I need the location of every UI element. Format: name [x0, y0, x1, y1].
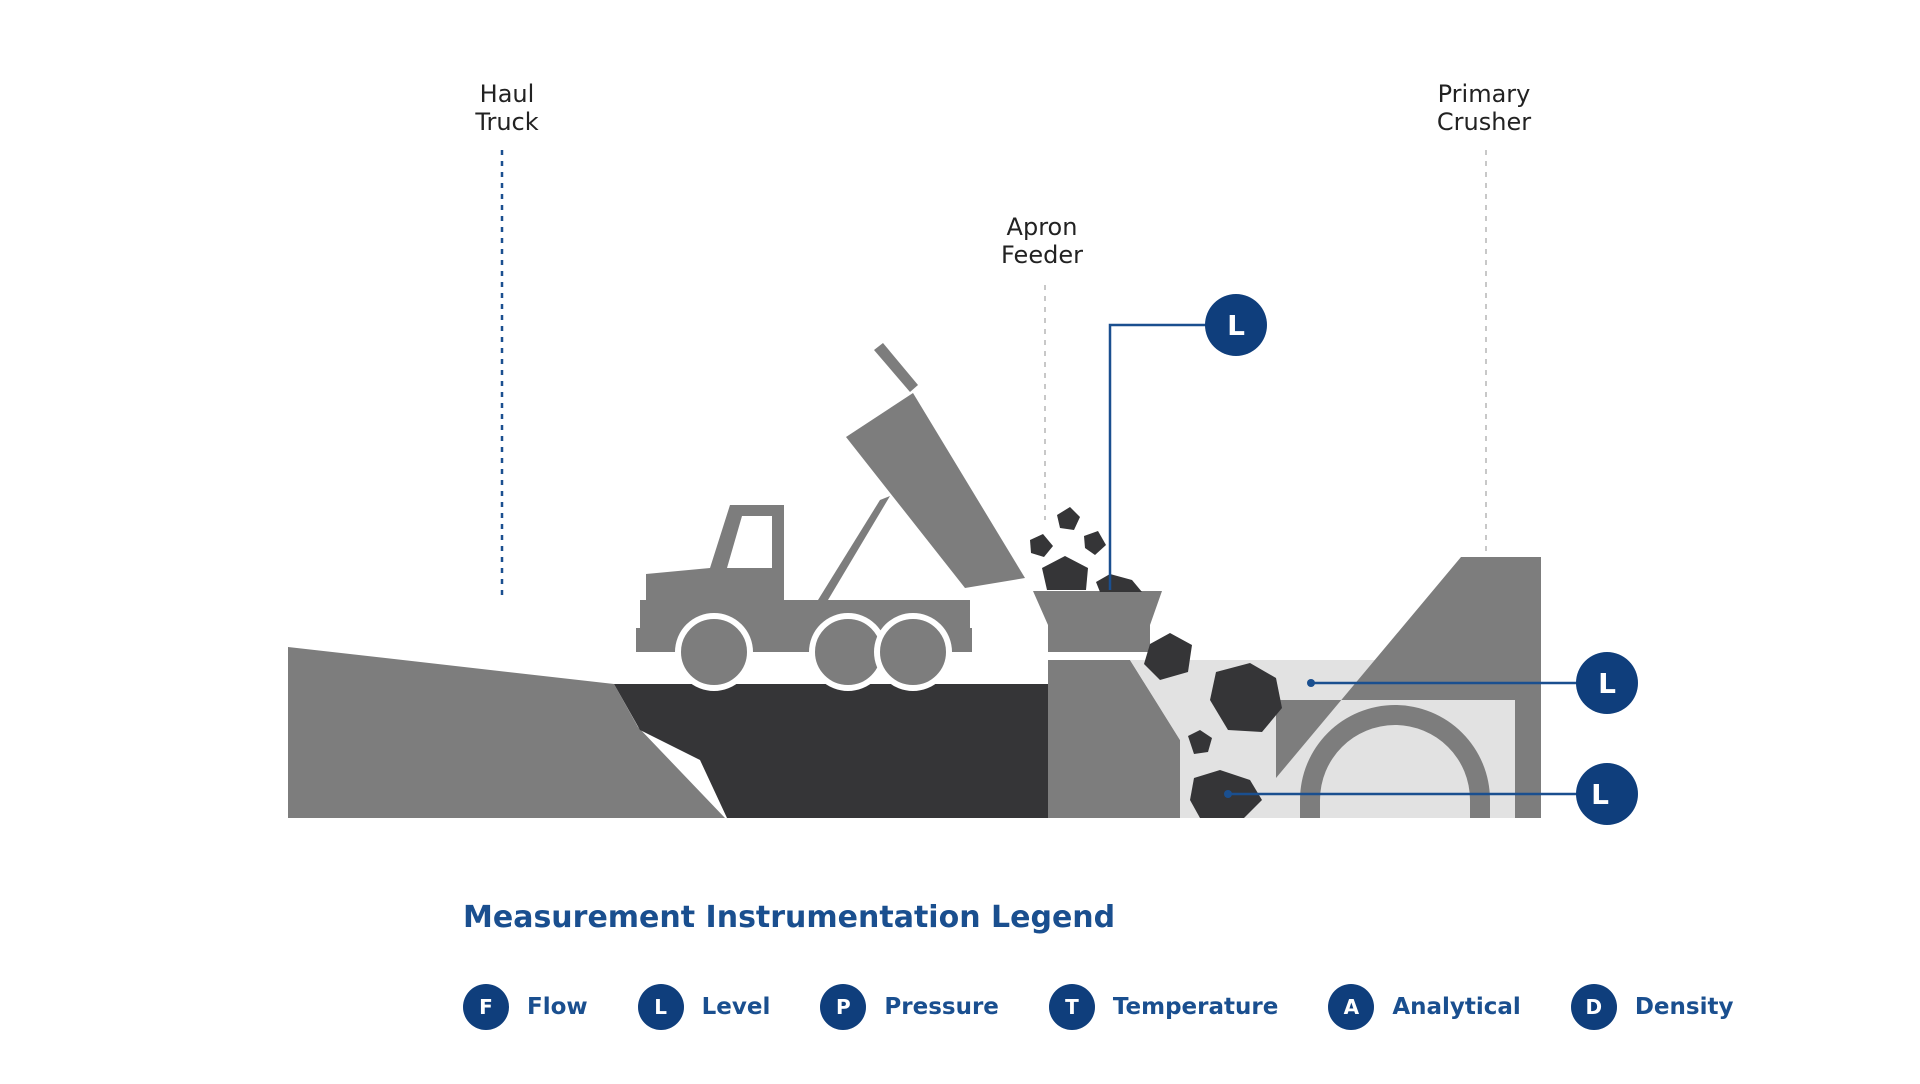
apron-feeder-base	[1048, 660, 1180, 818]
haul-truck	[636, 343, 1025, 691]
legend-label-level: Level	[701, 994, 771, 1020]
crusher-right-wall	[1518, 557, 1541, 818]
analytical-symbol-icon: A	[1328, 984, 1375, 1030]
apron-level-leader	[1108, 323, 1210, 590]
pressure-symbol-icon: P	[820, 984, 867, 1030]
truck-hydraulic	[818, 496, 890, 600]
truck-tailgate-arm	[874, 343, 918, 392]
truck-wheel-front	[675, 613, 753, 691]
legend-title: Measurement Instrumentation Legend	[463, 900, 1116, 935]
primary-crusher-body	[1276, 557, 1541, 818]
legend-label-density: Density	[1634, 994, 1734, 1020]
legend-label-temperature: Temperature	[1112, 994, 1279, 1020]
rock	[1057, 507, 1080, 530]
apron-feeder-hopper	[1033, 591, 1162, 652]
legend-item-analytical: A Analytical	[1328, 984, 1521, 1030]
flow-symbol-icon: F	[463, 984, 509, 1030]
truck-wheel-rear-1	[809, 613, 887, 691]
crusher-upper-level-symbol: L	[1598, 667, 1616, 700]
rock	[1188, 730, 1212, 754]
crusher-upper-sensor-dot	[1307, 679, 1315, 687]
haul-truck-label-line1: Haul	[479, 80, 535, 108]
legend-row: F Flow L Level P Pressure T Temperature …	[463, 984, 1733, 1030]
crusher-lower-level-instrument[interactable]: L	[1576, 763, 1638, 825]
haul-truck-label: Haul Truck	[475, 80, 538, 136]
haul-truck-label-line2: Truck	[475, 108, 539, 136]
legend-label-analytical: Analytical	[1392, 994, 1521, 1020]
truck-wheel-rear-2	[874, 613, 952, 691]
rock	[1042, 556, 1088, 590]
crusher-upper-level-instrument[interactable]: L	[1576, 652, 1638, 714]
feeder-chute	[1130, 660, 1200, 740]
rock	[1210, 663, 1282, 732]
ground-ramp	[288, 647, 725, 818]
temperature-symbol-icon: T	[1048, 984, 1095, 1030]
crusher-arch	[1300, 705, 1490, 818]
legend-item-level: L Level	[637, 984, 771, 1030]
rock	[1144, 633, 1192, 680]
legend-item-flow: F Flow	[463, 984, 588, 1030]
legend-label-flow: Flow	[527, 994, 588, 1020]
level-instrument-badge[interactable]	[1576, 763, 1638, 825]
truck-window	[727, 516, 772, 568]
legend-item-pressure: P Pressure	[820, 984, 999, 1030]
primary-crusher-label-line1: Primary	[1437, 80, 1531, 108]
apron-feeder-label-line1: Apron	[1006, 213, 1078, 241]
apron-feeder-label: Apron Feeder	[1001, 213, 1083, 269]
primary-crusher-label: Primary Crusher	[1437, 80, 1531, 136]
rock	[1084, 531, 1106, 555]
dark-pit	[614, 684, 1050, 818]
density-symbol-icon: D	[1570, 984, 1617, 1030]
level-instrument-badge[interactable]	[1205, 294, 1267, 356]
legend-item-density: D Density	[1570, 984, 1734, 1030]
falling-rocks	[1030, 507, 1282, 818]
apron-level-symbol: L	[1227, 309, 1245, 342]
level-symbol-icon: L	[637, 984, 684, 1030]
apron-level-instrument[interactable]: L	[1205, 294, 1267, 356]
level-instrument-badge[interactable]	[1576, 652, 1638, 714]
apron-feeder-label-line2: Feeder	[1001, 241, 1083, 269]
legend-item-temperature: T Temperature	[1048, 984, 1279, 1030]
rock	[1096, 574, 1142, 592]
crusher-lower-sensor-dot	[1224, 790, 1232, 798]
primary-crusher-label-line2: Crusher	[1436, 108, 1532, 136]
rock	[1030, 534, 1053, 557]
truck-dump-bed	[846, 393, 1025, 588]
legend-label-pressure: Pressure	[884, 994, 999, 1020]
crusher-lower-level-symbol: L	[1591, 778, 1609, 811]
